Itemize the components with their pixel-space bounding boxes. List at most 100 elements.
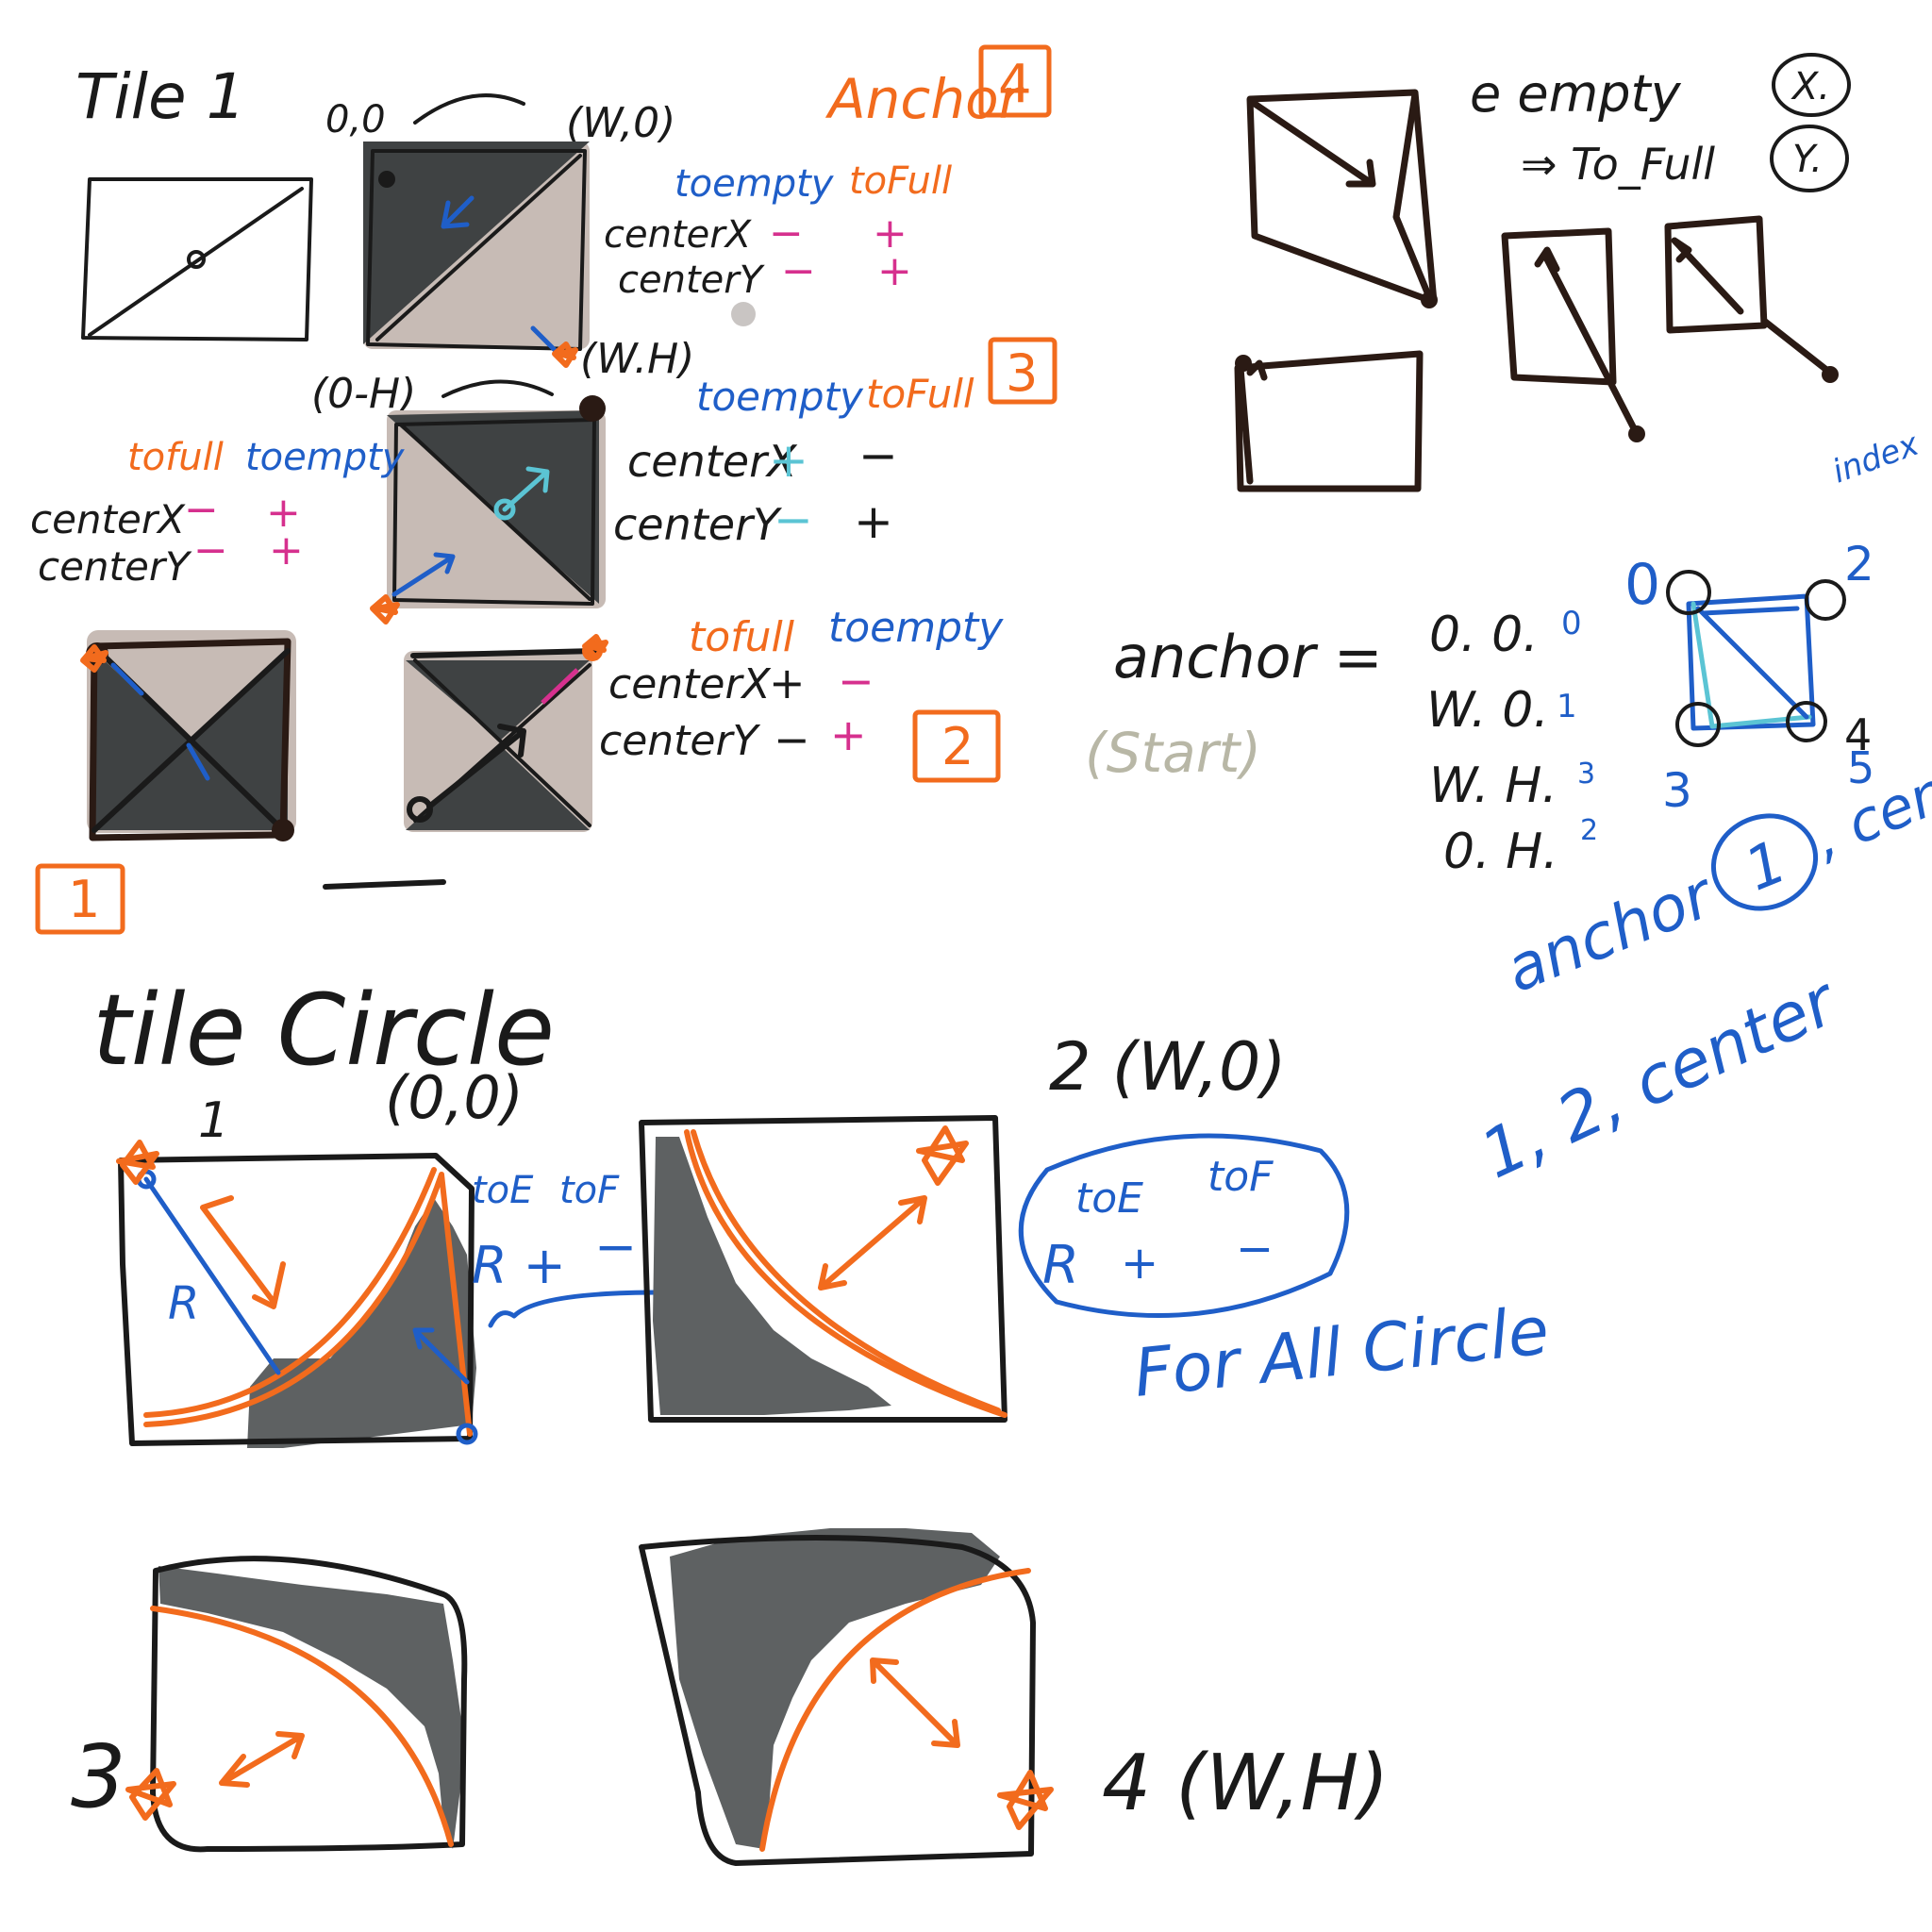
circle-tile-4 [639,1528,1036,1866]
star-00-bottom [80,644,108,673]
a4-centery: centerY [618,258,766,302]
a3b-cy-empty: − [774,492,813,547]
a4-toempty: toempty [675,162,835,206]
a3b-cy-full: + [854,494,893,549]
wavy-connector [488,1290,663,1328]
star-c3 [125,1768,176,1821]
boxed-legend: toE toF R + − [1018,1133,1350,1318]
c1-toF: toF [559,1169,620,1212]
empty-sketch-3 [1664,215,1839,383]
a3b-cx-empty: + [769,433,808,488]
row-w0-label: W. 0. [1426,682,1549,739]
a4-cy-empty: − [781,247,816,295]
tile-anchor-3 [387,395,606,608]
a3-tofull: tofull [127,436,224,479]
corner-label-wh: (W.H) [580,335,694,383]
row-w0-index: 1 [1557,688,1577,725]
r-label-c1: R [168,1277,199,1330]
a2-cx-empty: − [838,656,874,707]
a3-centery: centerY [38,543,192,590]
boxed-r: R [1042,1235,1079,1296]
a4-cx-empty: − [769,209,804,258]
row-00-index: 0 [1561,605,1582,642]
a2-toempty: toempty [828,604,1004,652]
a3-cx-empty: + [266,489,301,537]
anchor4-box [978,44,1052,118]
star-wh-top [552,341,578,368]
diag-num-5: 5 [1847,742,1874,793]
a2-tofull: tofull [689,613,795,661]
circle-tile-3 [150,1556,468,1853]
index-diagram: 0 2 3 4 5 [1624,537,1874,818]
star-0h-mid [370,594,400,625]
diag-num-2: 2 [1844,537,1874,591]
a2-centery: centerY [599,717,761,765]
a2-cy-full: − [774,714,810,765]
note-anchor-circle [1710,813,1819,911]
a2-cx-full: + [769,658,806,708]
anchor3-num: 3 [1006,343,1038,403]
circle-y [1770,125,1849,192]
anchor2-box [912,709,1001,783]
tile1-title: Tile 1 [75,60,246,133]
a2-centerx: centerX [608,660,772,708]
empty-sketch-1 [1246,89,1438,308]
corner-arrow-mid [441,379,554,398]
a4-cx-full: + [873,209,908,258]
a3-centerx: centerX [30,496,186,542]
tile-anchor-2 [404,634,608,832]
corner-label-00: 0,0 [325,98,386,142]
row-0h-label: 0. H. [1443,824,1558,880]
row-0h-index: 2 [1580,814,1598,847]
legend-tofull: ⇒ To_Full [1521,139,1715,190]
circle-tile-2 [639,1115,1008,1423]
anchor4-label: Anchor [824,67,1024,131]
row-wh-index: 3 [1577,758,1595,791]
c4-label: 4 (W,H) [1102,1739,1389,1828]
anchor4-num: 4 [998,54,1032,115]
a3-cx-full: − [184,486,219,534]
empty-sketch-4 [1234,350,1424,492]
anchor-index-table: 0. 0. 0 W. 0. 1 W. H. 3 0. H. 2 [1426,605,1598,880]
c1-corner: (0,0) [385,1063,524,1132]
c1-num: 1 [198,1092,229,1149]
tile-anchor-1 [86,630,296,841]
c3-label: 3 [71,1726,126,1827]
index-label: index [1827,425,1924,491]
c2-label: 2 (W,0) [1049,1028,1287,1106]
start-label: (Start) [1085,721,1261,785]
for-all-circle: For All Circle [1130,1291,1552,1412]
boxed-toF: toF [1208,1153,1274,1201]
a3b-centerx: centerX [627,436,798,487]
anchor-eq: anchor = [1113,623,1383,691]
diag-num-0: 0 [1624,552,1660,618]
anchor1-num: 1 [68,870,100,929]
a3-cy-empty: + [269,526,304,575]
circle-y-label: Y. [1792,138,1823,181]
circle-x-label: X. [1790,65,1830,108]
a3b-toempty: toempty [696,374,864,420]
star-c2 [916,1125,969,1186]
c1-toE: toE [472,1169,534,1212]
boxed-plus: + [1121,1237,1158,1290]
a3b-cx-full: − [858,428,898,483]
gray-dot [731,302,756,326]
corner-label-w0: (W,0) [566,99,675,147]
anchor2-num: 2 [941,717,974,776]
a3-toempty: toempty [245,436,406,479]
anchor1-box [35,863,125,935]
a2-cy-empty: + [830,709,867,760]
row-wh-label: W. H. [1429,758,1557,814]
a3b-tofull: toFull [866,371,974,417]
boxed-minus: − [1236,1223,1274,1275]
a3-cy-full: − [193,526,228,575]
c1-r-plus: R + [472,1236,566,1295]
stray-line [323,879,446,890]
anchor3-box [988,337,1058,405]
tile-circle-title: tile Circle [92,973,555,1088]
diag-num-4: 4 [1844,709,1872,760]
note-anchor-num: 1 [1736,826,1796,904]
diag-num-3: 3 [1662,763,1692,818]
circle-x [1772,53,1851,117]
